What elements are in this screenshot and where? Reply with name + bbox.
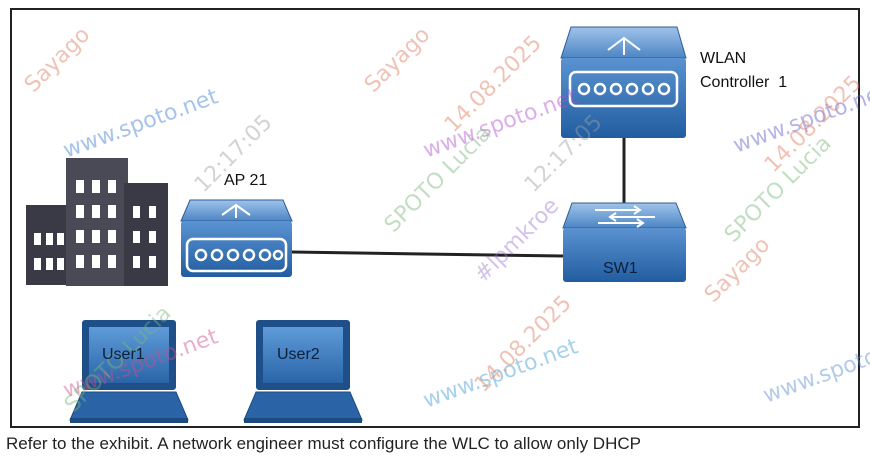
link-ap-sw1 xyxy=(291,250,564,258)
switch-icon xyxy=(562,202,687,282)
question-caption: Refer to the exhibit. A network engineer… xyxy=(6,434,641,453)
laptop-icon-user2 xyxy=(243,320,363,423)
user1-label: User1 xyxy=(102,346,145,363)
user2-label: User2 xyxy=(277,346,320,363)
building-icon xyxy=(26,158,168,286)
wlc-label-line1: WLAN xyxy=(700,50,747,67)
laptop-icon-user1 xyxy=(69,320,189,423)
wlc-label: WLAN Controller 1 xyxy=(700,47,787,95)
switch-label: SW1 xyxy=(603,260,638,277)
wlan-controller-icon xyxy=(560,26,687,138)
wlc-label-line2: Controller 1 xyxy=(700,74,788,91)
access-point-icon xyxy=(180,199,293,277)
ap-label: AP 21 xyxy=(224,172,268,189)
